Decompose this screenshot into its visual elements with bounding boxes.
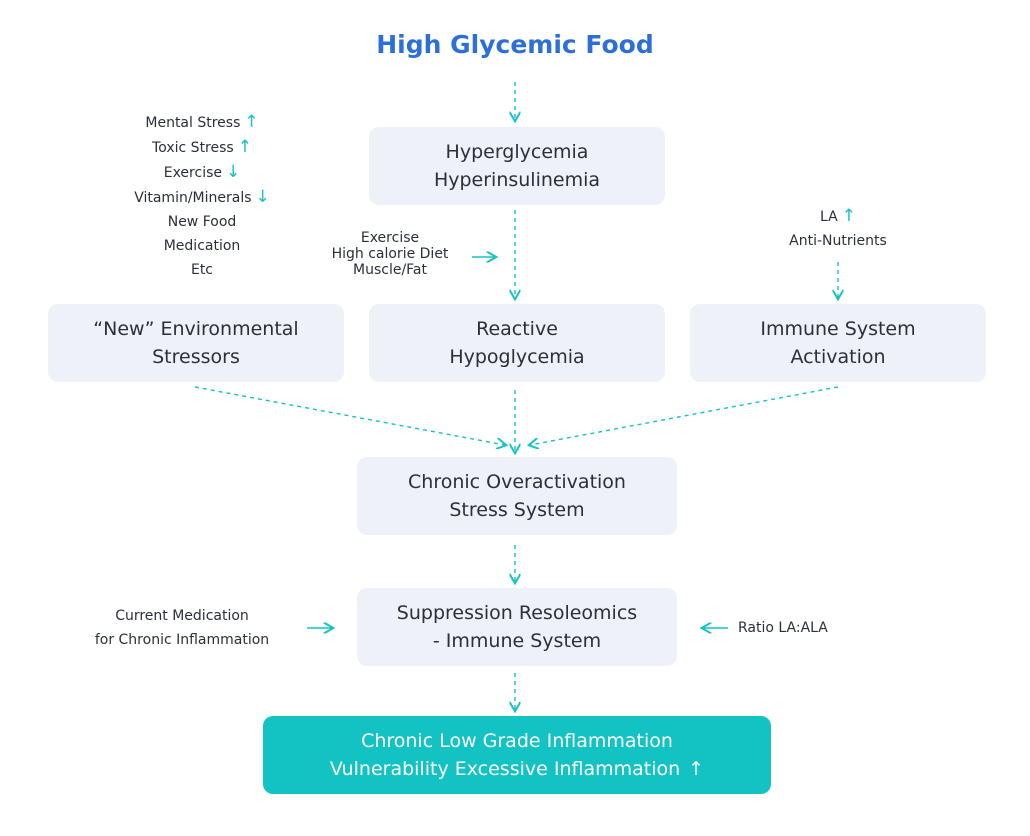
exercise-note-line: Exercise xyxy=(360,230,420,246)
exercise-note-line: Muscle/Fat xyxy=(353,262,427,278)
medication-note-line: Current Medication xyxy=(115,608,249,624)
stress-item: Medication xyxy=(163,238,241,254)
down-arrow-icon: ↓ xyxy=(255,187,270,207)
box-chronic-overactivation: Chronic Overactivation Stress System xyxy=(357,457,677,535)
diagram-title: High Glycemic Food xyxy=(376,30,654,59)
stress-item: New Food xyxy=(167,214,237,230)
box-final-line1: Chronic Low Grade Inflammation xyxy=(361,730,673,752)
exercise-note-line: High calorie Diet xyxy=(331,246,449,262)
down-arrow-icon: ↓ xyxy=(226,162,241,182)
la-label: LA xyxy=(820,209,838,225)
box-chronic-line2: Stress System xyxy=(449,499,585,521)
box-environmental-line1: “New” Environmental xyxy=(93,318,299,340)
box-hyperglycemia-line2: Hyperinsulinemia xyxy=(433,169,601,191)
exercise-diet-note: Exercise High calorie Diet Muscle/Fat xyxy=(312,230,468,278)
stress-item: Vitamin/Minerals↓ xyxy=(134,187,270,207)
box-reactive-line1: Reactive xyxy=(476,318,558,340)
la-note: LA↑ Anti-Nutrients xyxy=(758,204,918,253)
box-suppression-line1: Suppression Resoleomics xyxy=(396,602,638,624)
up-arrow-icon: ↑ xyxy=(244,112,259,132)
box-environmental-stressors: “New” Environmental Stressors xyxy=(48,304,344,382)
box-immune-line1: Immune System xyxy=(760,318,916,340)
box-immune-line2: Activation xyxy=(790,346,886,368)
box-hyperglycemia: Hyperglycemia Hyperinsulinemia xyxy=(369,127,665,205)
box-reactive-line2: Hypoglycemia xyxy=(449,346,585,368)
box-chronic-line1: Chronic Overactivation xyxy=(408,471,626,493)
box-reactive-hypoglycemia: Reactive Hypoglycemia xyxy=(369,304,665,382)
ratio-note: Ratio LA:ALA xyxy=(738,620,828,636)
arrow-env-to-chronic xyxy=(194,386,505,445)
box-environmental-line2: Stressors xyxy=(152,346,240,368)
stress-item: Mental Stress↑ xyxy=(145,112,259,132)
box-suppression-resoleomics: Suppression Resoleomics - Immune System xyxy=(357,588,677,666)
stress-item: Etc xyxy=(190,262,214,278)
anti-nutrients-label: Anti-Nutrients xyxy=(789,233,887,249)
box-suppression-line2: - Immune System xyxy=(432,630,602,652)
stress-item: Exercise↓ xyxy=(163,162,241,182)
box-final-inflammation: Chronic Low Grade Inflammation Vulnerabi… xyxy=(263,716,771,794)
box-hyperglycemia-line1: Hyperglycemia xyxy=(445,141,589,163)
up-arrow-icon: ↑ xyxy=(688,758,705,780)
medication-note-line: for Chronic Inflammation xyxy=(94,632,270,648)
up-arrow-icon: ↑ xyxy=(237,137,252,157)
arrow-immune-to-chronic xyxy=(530,386,839,445)
up-arrow-icon: ↑ xyxy=(841,206,856,226)
stress-item: Toxic Stress↑ xyxy=(152,137,252,157)
box-immune-activation: Immune System Activation xyxy=(690,304,986,382)
stress-factor-list: Mental Stress↑ Toxic Stress↑ Exercise↓ V… xyxy=(112,110,292,282)
medication-note: Current Medication for Chronic Inflammat… xyxy=(62,604,302,652)
box-final-line2: Vulnerability Excessive Inflammation xyxy=(329,758,681,780)
